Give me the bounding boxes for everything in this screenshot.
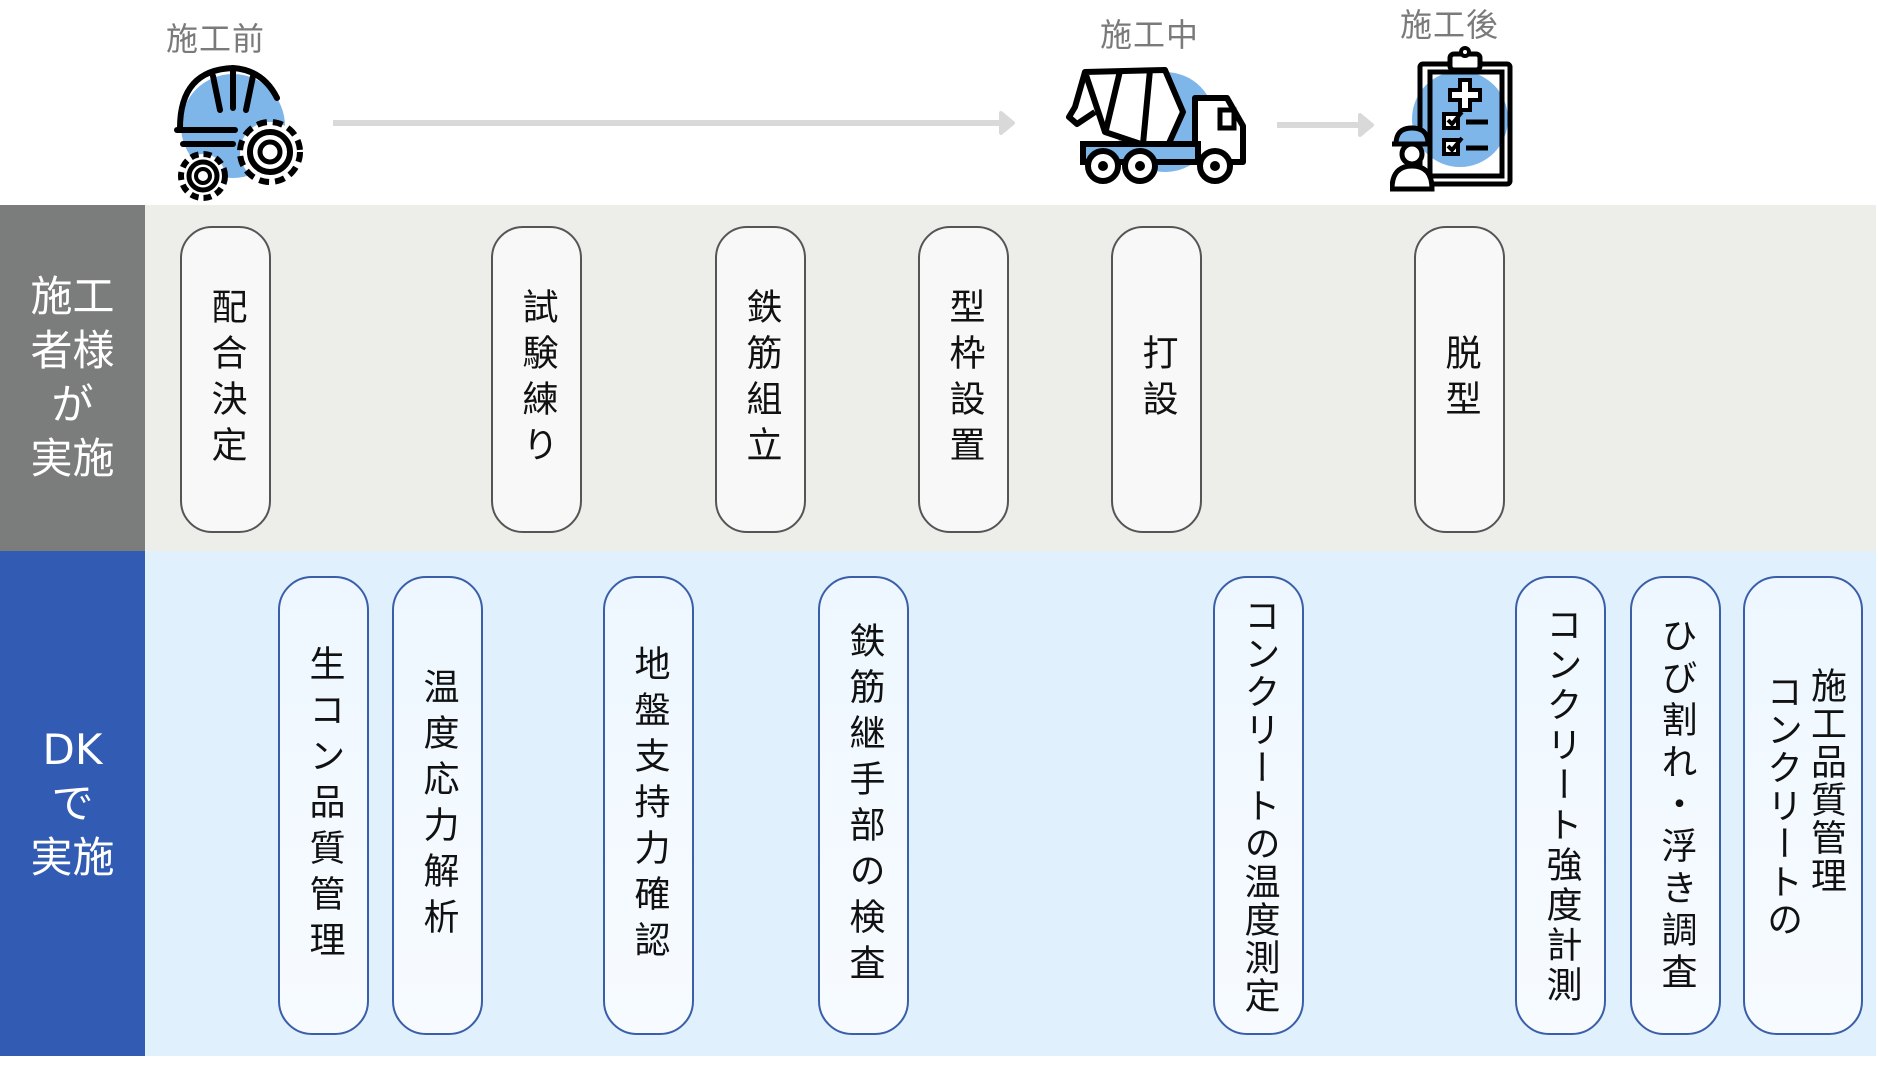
contractor-step-formwork: 型枠設置	[918, 226, 1009, 533]
phase-label-during: 施工中	[1100, 16, 1200, 54]
contractor-row-header: 施工 者様 が 実施	[0, 205, 145, 551]
contractor-header-line: 者様	[30, 326, 115, 375]
dk-step-thermal-stress-analysis: 温度応力解析	[392, 576, 483, 1035]
step-label-line-1: コンクリートの	[1761, 672, 1802, 939]
dk-header-line: 実施	[30, 832, 115, 882]
step-label: コンクリート強度計測	[1540, 605, 1582, 1006]
contractor-step-mix-design: 配合決定	[180, 226, 271, 533]
contractor-band: 施工 者様 が 実施 配合決定 試験練り 鉄筋組立 型枠設置 打設 脱型	[0, 205, 1876, 551]
dk-step-construction-quality: コンクリートの 施工品質管理	[1743, 576, 1863, 1035]
dk-header-line: で	[51, 778, 94, 828]
step-label: 地盤支持力確認	[628, 644, 670, 967]
step-label: ひび割れ・浮き調査	[1655, 616, 1697, 995]
timeline-arrow-before-to-during	[333, 111, 1015, 135]
phase-label-before: 施工前	[166, 20, 266, 58]
phase-label-after: 施工後	[1400, 6, 1500, 44]
dk-step-crack-survey: ひび割れ・浮き調査	[1630, 576, 1721, 1035]
step-label: 鉄筋継手部の検査	[843, 621, 885, 990]
step-label: 型枠設置	[943, 287, 985, 472]
contractor-step-trial-mix: 試験練り	[491, 226, 582, 533]
contractor-step-placing: 打設	[1111, 226, 1202, 533]
dk-step-concrete-strength: コンクリート強度計測	[1515, 576, 1606, 1035]
clipboard-inspector-icon	[1390, 46, 1513, 192]
contractor-header-line: が	[51, 380, 94, 429]
contractor-header-line: 実施	[30, 434, 115, 483]
step-label: 脱型	[1439, 333, 1481, 426]
contractor-header-line: 施工	[30, 272, 115, 321]
dk-step-bearing-capacity: 地盤支持力確認	[603, 576, 694, 1035]
dk-row-header: DK で 実施	[0, 551, 145, 1056]
contractor-step-demolding: 脱型	[1414, 226, 1505, 533]
step-label: 試験練り	[516, 287, 558, 472]
dk-step-rebar-joint-inspection: 鉄筋継手部の検査	[818, 576, 909, 1035]
dk-step-concrete-temperature: コンクリートの温度測定	[1213, 576, 1304, 1035]
timeline-arrow-during-to-after	[1277, 113, 1374, 137]
helmet-gears-icon	[174, 64, 303, 201]
contractor-step-rebar-assembly: 鉄筋組立	[715, 226, 806, 533]
dk-header-line: DK	[42, 724, 103, 774]
step-label: 生コン品質管理	[303, 644, 345, 967]
step-label: 配合決定	[205, 287, 247, 472]
step-label-line-2: 施工品質管理	[1805, 666, 1846, 895]
step-label: コンクリートの温度測定	[1238, 596, 1280, 1015]
dk-step-ready-mix-quality: 生コン品質管理	[278, 576, 369, 1035]
concrete-mixer-truck-icon	[1066, 67, 1246, 184]
dk-band: DK で 実施 生コン品質管理 温度応力解析 地盤支持力確認 鉄筋継手部の検査 …	[0, 551, 1876, 1056]
step-label: 温度応力解析	[417, 667, 459, 944]
step-label: 鉄筋組立	[740, 287, 782, 472]
step-label: 打設	[1136, 333, 1178, 426]
